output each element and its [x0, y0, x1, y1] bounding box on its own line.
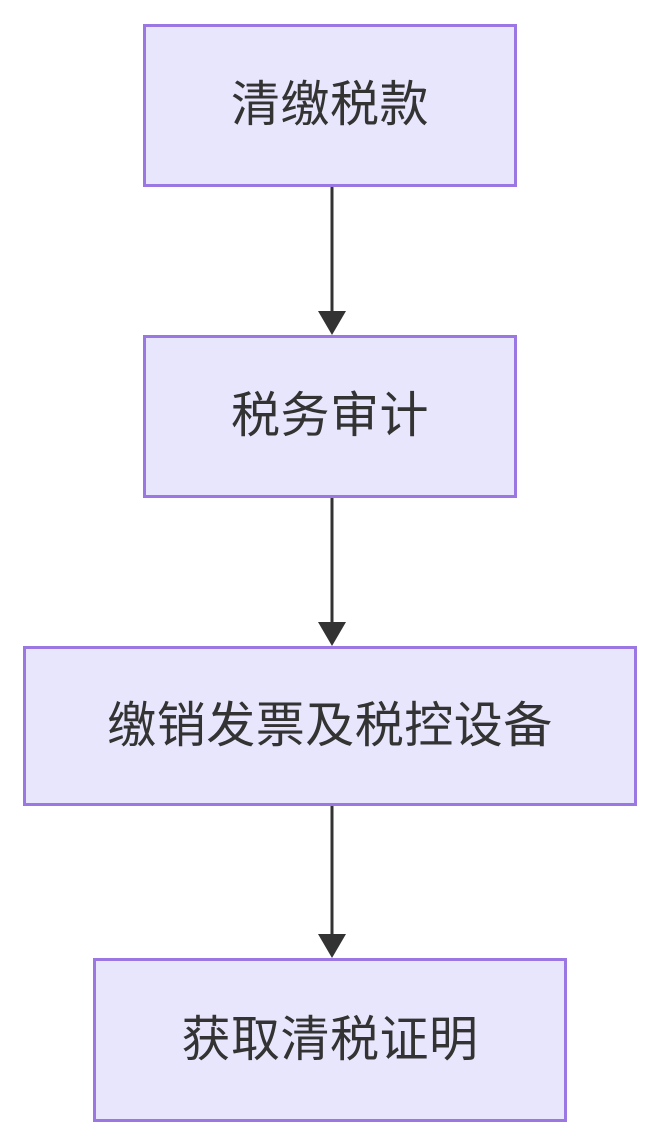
flow-node-tax-audit[interactable]: 税务审计 — [143, 335, 517, 498]
flow-node-obtain-clearance[interactable]: 获取清税证明 — [93, 958, 567, 1122]
flow-node-settle-tax[interactable]: 清缴税款 — [143, 24, 517, 187]
edge-node1-to-node2 — [318, 187, 346, 335]
flow-node-label: 税务审计 — [230, 387, 429, 445]
edge-node2-to-node3 — [318, 498, 346, 646]
flow-node-label: 清缴税款 — [230, 76, 429, 134]
edge-node3-to-node4 — [318, 806, 346, 958]
flow-node-cancel-invoices[interactable]: 缴销发票及税控设备 — [23, 646, 637, 806]
flow-node-label: 获取清税证明 — [181, 1010, 479, 1068]
flow-node-label: 缴销发票及税控设备 — [107, 696, 553, 754]
